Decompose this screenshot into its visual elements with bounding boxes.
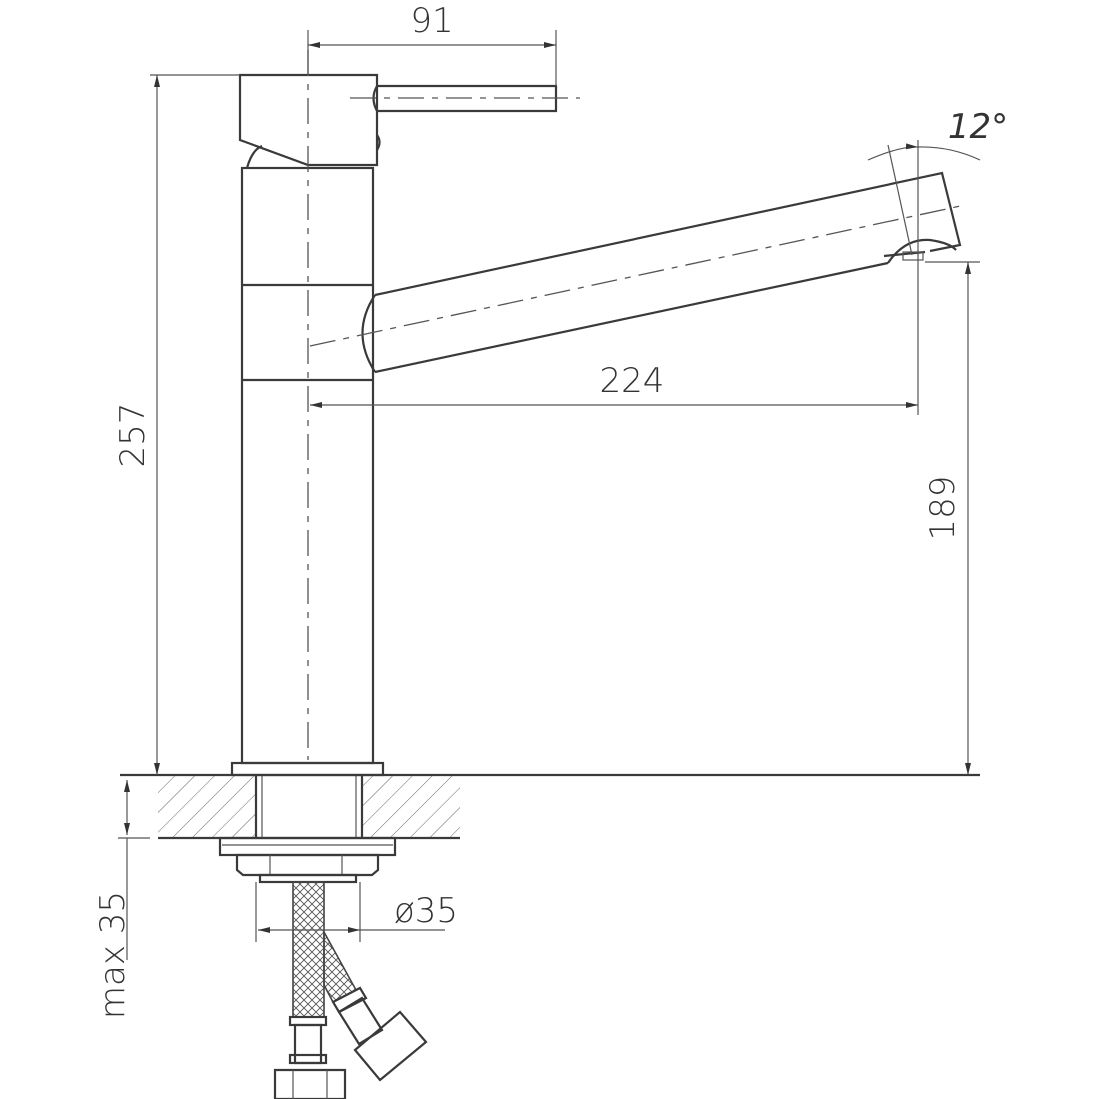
dim-spout-angle: 12° xyxy=(948,107,1008,147)
mounting-nut xyxy=(218,836,397,884)
handle xyxy=(238,73,580,169)
dim-lever-reach: 91 xyxy=(410,1,453,41)
dim-max-thickness: max 35 xyxy=(93,891,133,1019)
dim-spout-height: 189 xyxy=(923,476,963,541)
faucet-body xyxy=(240,50,375,765)
dim-thread-diameter: ø35 xyxy=(394,891,458,931)
countertop-section xyxy=(120,761,980,840)
dim-spout-reach: 224 xyxy=(600,361,665,401)
spout xyxy=(309,171,966,374)
dimension-labels: 91 12° 224 257 189 ø35 max 35 xyxy=(93,1,1008,1019)
supply-hoses xyxy=(273,881,428,1099)
dimension-lines xyxy=(118,30,981,960)
dim-total-height: 257 xyxy=(113,403,153,468)
